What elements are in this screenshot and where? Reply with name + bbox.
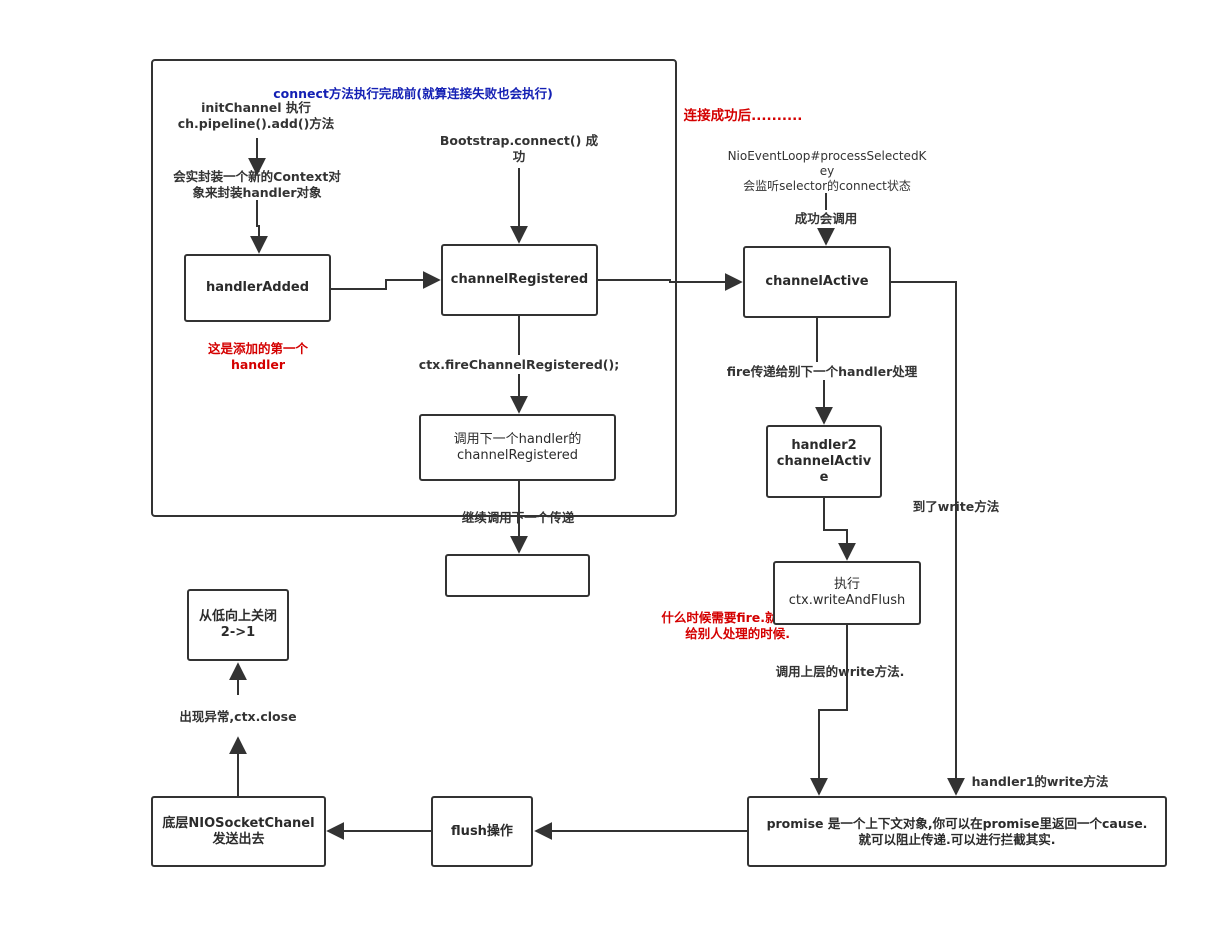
to-write-method-label: 到了write方法: [912, 499, 1000, 514]
promise-box: promise 是一个上下文对象,你可以在promise里返回一个cause. …: [747, 796, 1167, 867]
arrow-channelregistered-to-channelactive: [598, 273, 743, 291]
bootstrap-connect-label: Bootstrap.connect() 成 功: [439, 133, 599, 164]
continue-passing-label: 继续调用下一个传递: [461, 510, 575, 525]
fire-pass-label: fire传递给别下一个handler处理: [726, 364, 918, 379]
handler2-channel-active-text: handler2 channelActiv e: [776, 437, 872, 485]
empty-box: [445, 554, 590, 597]
write-and-flush-text: 执行 ctx.writeAndFlush: [788, 577, 906, 608]
arrow-handler2-to-writeandflush: [823, 498, 856, 561]
channel-active-text: channelActive: [765, 274, 869, 289]
nio-socket-channel-text: 底层NIOSocketChanel 发送出去: [162, 815, 315, 847]
handler1-write-label: handler1的write方法: [971, 774, 1109, 789]
arrow-context-to-handleradded: [250, 200, 268, 254]
success-call-label: 成功会调用: [794, 211, 858, 226]
flush-text: flush操作: [451, 823, 513, 839]
context-wrap-label: 会实封装一个新的Context对 象来封装handler对象: [173, 169, 341, 200]
connect-phase-note: connect方法执行完成前(就算连接失败也会执行): [273, 86, 553, 101]
nio-socket-channel-box: 底层NIOSocketChanel 发送出去: [151, 796, 326, 867]
close-bottom-up-text: 从低向上关闭 2->1: [198, 609, 277, 640]
arrow-handleradded-to-channelregistered: [331, 271, 441, 290]
promise-text: promise 是一个上下文对象,你可以在promise里返回一个cause. …: [766, 815, 1148, 847]
channel-active-box: channelActive: [743, 246, 891, 318]
exception-close-label: 出现异常,ctx.close: [179, 709, 297, 724]
write-and-flush-box: 执行 ctx.writeAndFlush: [773, 561, 921, 625]
process-selected-key-label: NioEventLoop#processSelectedK ey 会监听sele…: [727, 149, 927, 193]
initchannel-label: initChannel 执行 ch.pipeline().add()方法: [177, 100, 335, 131]
handler-added-box: handlerAdded: [184, 254, 331, 322]
channel-registered-text: channelRegistered: [450, 272, 589, 287]
arrow-writeandflush-to-promise: [810, 625, 848, 796]
when-fire-note: 什么时候需要fire.就是 给别人处理的时候.: [661, 610, 790, 641]
call-next-handler-box: 调用下一个handler的 channelRegistered: [419, 414, 616, 481]
handler2-channel-active-box: handler2 channelActiv e: [766, 425, 882, 498]
first-handler-note: 这是添加的第一个 handler: [207, 341, 308, 372]
call-next-handler-text: 调用下一个handler的 channelRegistered: [453, 431, 582, 463]
handler-added-text: handlerAdded: [205, 280, 310, 295]
close-bottom-up-box: 从低向上关闭 2->1: [187, 589, 289, 661]
channel-registered-box: channelRegistered: [441, 244, 598, 316]
flush-box: flush操作: [431, 796, 533, 867]
arrow-channelactive-to-promise: [891, 281, 965, 796]
after-success-note: 连接成功后..........: [683, 108, 803, 124]
call-upper-write-label: 调用上层的write方法.: [775, 664, 905, 679]
fire-channel-registered-label: ctx.fireChannelRegistered();: [418, 357, 620, 372]
connect-phase-group: [151, 59, 677, 517]
